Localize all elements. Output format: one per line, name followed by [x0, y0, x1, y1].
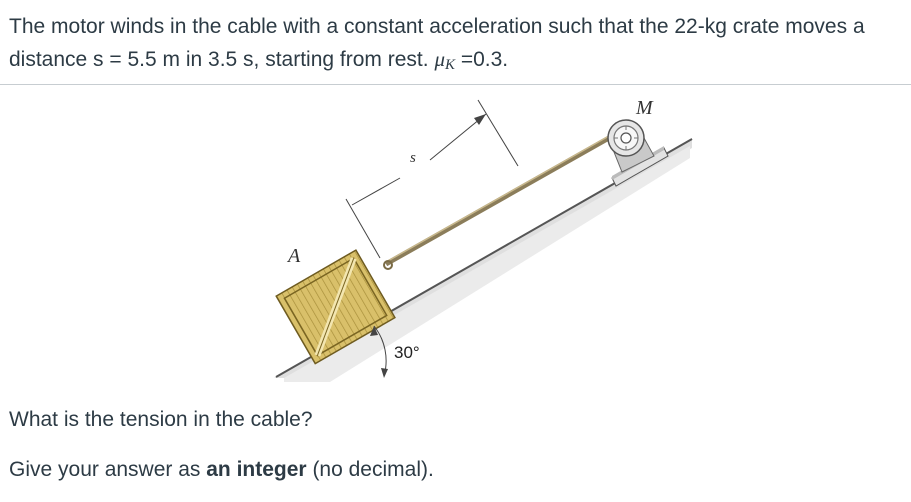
mu-value: =0.3.	[460, 48, 509, 71]
distance-label: s	[410, 150, 416, 166]
incline-diagram: s A M	[274, 97, 693, 382]
dimension-end-tick	[477, 99, 519, 167]
mu-symbol: μ	[434, 47, 445, 71]
angle-label: 30°	[394, 343, 420, 362]
angle-arrow-bottom	[381, 368, 388, 378]
instruction-bold: an integer	[206, 458, 307, 481]
motor-label: M	[635, 97, 654, 119]
angle-arrow-top	[370, 326, 378, 336]
mu-subscript: K	[444, 57, 455, 73]
problem-line-2-text: distance s = 5.5 m in 3.5 s, starting fr…	[9, 48, 429, 71]
crate-a	[275, 249, 396, 365]
dimension-arrow	[474, 114, 486, 125]
cable-highlight	[385, 131, 617, 263]
instruction-suffix: (no decimal).	[306, 458, 434, 481]
motor-m	[607, 119, 655, 173]
cable	[384, 131, 618, 267]
dimension-start-tick	[345, 198, 381, 259]
problem-line-2: distance s = 5.5 m in 3.5 s, starting fr…	[9, 43, 904, 82]
problem-statement: The motor winds in the cable with a cons…	[9, 10, 904, 82]
instruction-prefix: Give your answer as	[9, 458, 207, 481]
answer-instruction: Give your answer as an integer (no decim…	[9, 458, 434, 482]
crate-label: A	[286, 245, 301, 267]
divider	[0, 84, 911, 85]
problem-line-1: The motor winds in the cable with a cons…	[9, 15, 865, 38]
question-text: What is the tension in the cable?	[9, 408, 313, 431]
cable-hook	[383, 260, 393, 270]
dimension-line-left	[351, 177, 401, 206]
incline-figure: s A M	[260, 86, 700, 392]
